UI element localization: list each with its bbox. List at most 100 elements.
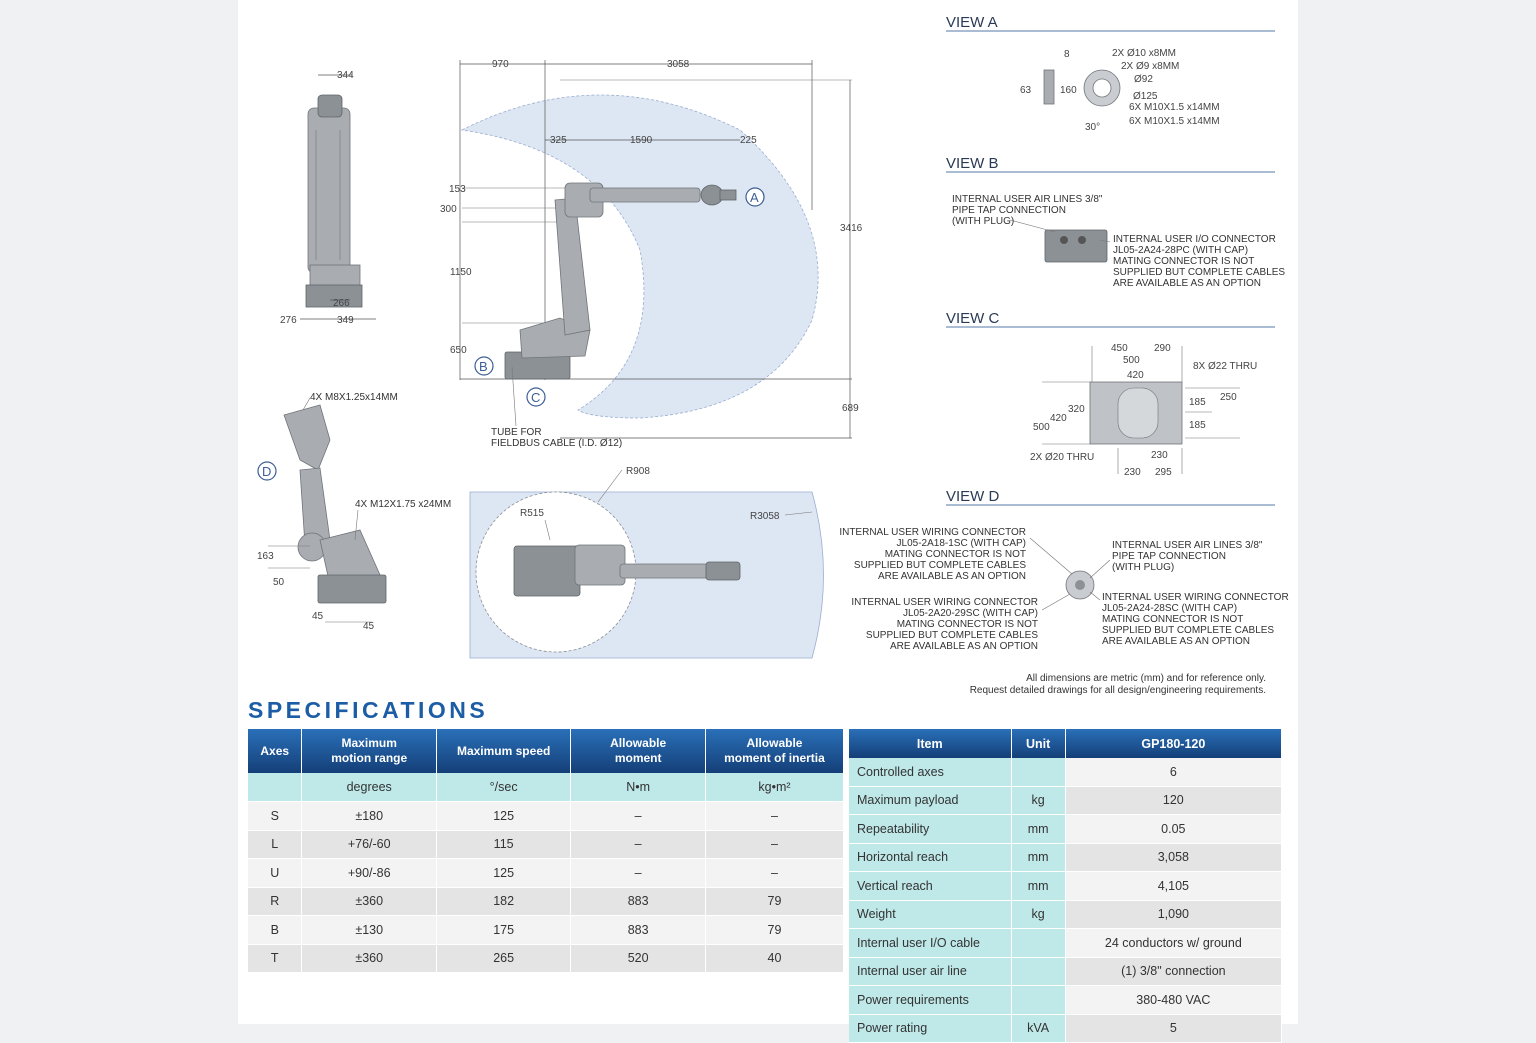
tube-note: FIELDBUS CABLE (I.D. Ø12) xyxy=(491,438,622,449)
view-a-label: 160 xyxy=(1060,85,1077,96)
axes-cell: S xyxy=(248,801,303,831)
axes-unit-cell: degrees xyxy=(301,773,437,802)
specifications-title: SPECIFICATIONS xyxy=(248,697,489,723)
view-d-note: ARE AVAILABLE AS AN OPTION xyxy=(1102,636,1250,647)
item-cell: kVA xyxy=(1011,1014,1066,1043)
view-d-note: ARE AVAILABLE AS AN OPTION xyxy=(890,641,1038,652)
dim-label: 650 xyxy=(450,345,467,356)
axes-cell: – xyxy=(570,801,706,831)
dim-label: 3058 xyxy=(667,59,690,70)
axes-header-cell: Allowable moment of inertia xyxy=(705,729,845,773)
view-c-label: 185 xyxy=(1189,420,1206,431)
main-view: 970 3058 325 1590 225 153 300 1150 650 3… xyxy=(440,59,863,449)
view-d-note: MATING CONNECTOR IS NOT xyxy=(897,619,1038,630)
item-cell: Internal user air line xyxy=(849,957,1012,986)
view-c-label: 250 xyxy=(1220,392,1237,403)
dim-label: 970 xyxy=(492,59,509,70)
dim-label: 689 xyxy=(842,403,859,414)
axes-cell: 175 xyxy=(436,915,572,945)
view-c-label: 450 xyxy=(1111,343,1128,354)
view-d: VIEW D INTERNAL USER WIRING CONNECTOR JL… xyxy=(839,488,1288,652)
axes-cell: 79 xyxy=(705,887,845,916)
view-d-note: JL05-2A18-1SC (WITH CAP) xyxy=(897,538,1026,549)
radius-label: R3058 xyxy=(750,511,780,522)
item-cell: Internal user I/O cable xyxy=(849,928,1012,958)
axes-cell: 125 xyxy=(436,858,572,888)
item-cell: 0.05 xyxy=(1065,814,1283,844)
item-cell: mm xyxy=(1011,871,1066,901)
view-c-label: 420 xyxy=(1050,413,1067,424)
item-cell: Horizontal reach xyxy=(849,843,1012,872)
view-a-label: 30° xyxy=(1085,122,1100,133)
dim-label: 276 xyxy=(280,315,297,326)
axes-cell: – xyxy=(570,830,706,859)
callout-d xyxy=(257,461,277,481)
dim-label: 50 xyxy=(273,577,285,588)
callout-a-label: A xyxy=(750,190,759,205)
axes-header-cell: Maximum motion range xyxy=(301,729,437,773)
axes-cell: 125 xyxy=(436,801,572,831)
view-c-label: 230 xyxy=(1124,467,1141,478)
item-cell: 24 conductors w/ ground xyxy=(1065,928,1283,958)
dim-label: 349 xyxy=(337,315,354,326)
axes-cell: – xyxy=(705,830,845,859)
view-c-label: 8X Ø22 THRU xyxy=(1193,361,1257,372)
item-cell: kg xyxy=(1011,786,1066,815)
axes-header-cell: Allowable moment xyxy=(570,729,706,773)
radius-label: R908 xyxy=(626,466,650,477)
view-c-label: 320 xyxy=(1068,404,1085,415)
view-d-note: INTERNAL USER WIRING CONNECTOR xyxy=(839,527,1026,538)
tube-note: TUBE FOR xyxy=(491,427,542,438)
view-d-note: INTERNAL USER AIR LINES 3/8" xyxy=(1112,540,1263,551)
view-a-label: Ø92 xyxy=(1134,74,1153,85)
item-cell: Maximum payload xyxy=(849,786,1012,815)
axes-cell: R xyxy=(248,887,303,916)
table-row: Internal user air line (1) 3/8" connectio… xyxy=(849,957,1283,986)
callout-b-label: B xyxy=(479,359,488,374)
top-view: R908 R515 R3058 xyxy=(469,466,824,659)
item-cell: Controlled axes xyxy=(849,758,1012,787)
axes-unit-cell: kg•m² xyxy=(705,773,845,802)
dim-label: 300 xyxy=(440,204,457,215)
view-c-label: 2X Ø20 THRU xyxy=(1030,452,1094,463)
side-view: 344 266 276 349 xyxy=(280,70,376,326)
axes-cell: ±180 xyxy=(301,801,437,831)
dim-label: 163 xyxy=(257,551,274,562)
view-c: VIEW C 450 290 500 420 8X Ø22 THRU 320 4… xyxy=(946,310,1275,478)
item-cell: mm xyxy=(1011,814,1066,844)
dim-label: 153 xyxy=(449,184,466,195)
axes-cell: 883 xyxy=(570,887,706,916)
dim-label: 225 xyxy=(740,135,757,146)
axes-cell: +76/-60 xyxy=(301,830,437,859)
view-a-label: 2X Ø9 x8MM xyxy=(1121,61,1179,72)
footnote: All dimensions are metric (mm) and for r… xyxy=(1026,673,1266,684)
axes-cell: 265 xyxy=(436,944,572,973)
view-d-note: SUPPLIED BUT COMPLETE CABLES xyxy=(854,560,1026,571)
view-a: VIEW A 8 63 160 30° 2X Ø10 x8MM 2X Ø9 x8… xyxy=(946,14,1275,133)
view-c-label: 185 xyxy=(1189,397,1206,408)
view-b-note: JL05-2A24-28PC (WITH CAP) xyxy=(1113,245,1248,256)
view-b-note: (WITH PLUG) xyxy=(952,216,1014,227)
dim-label: 3416 xyxy=(840,223,863,234)
view-a-label: 63 xyxy=(1020,85,1032,96)
view-b-note: SUPPLIED BUT COMPLETE CABLES xyxy=(1113,267,1285,278)
dim-label: 45 xyxy=(363,621,375,632)
item-cell: (1) 3/8" connection xyxy=(1065,957,1283,986)
view-d-note: JL05-2A24-28SC (WITH CAP) xyxy=(1102,603,1237,614)
table-row: Internal user I/O cable 24 conductors w/ … xyxy=(849,928,1283,958)
item-header-cell: Unit xyxy=(1011,729,1066,758)
view-d-note: JL05-2A20-29SC (WITH CAP) xyxy=(903,608,1038,619)
axes-unit-cell: N•m xyxy=(570,773,706,802)
axes-cell: B xyxy=(248,915,303,945)
callout-b xyxy=(474,356,494,376)
item-cell: 3,058 xyxy=(1065,843,1283,872)
technical-drawing: .rb { fill:#a9adb2; stroke:#6f7479; stro… xyxy=(257,14,1289,696)
callout-a xyxy=(745,187,765,207)
axes-cell: – xyxy=(705,858,845,888)
item-cell: 6 xyxy=(1065,758,1283,787)
